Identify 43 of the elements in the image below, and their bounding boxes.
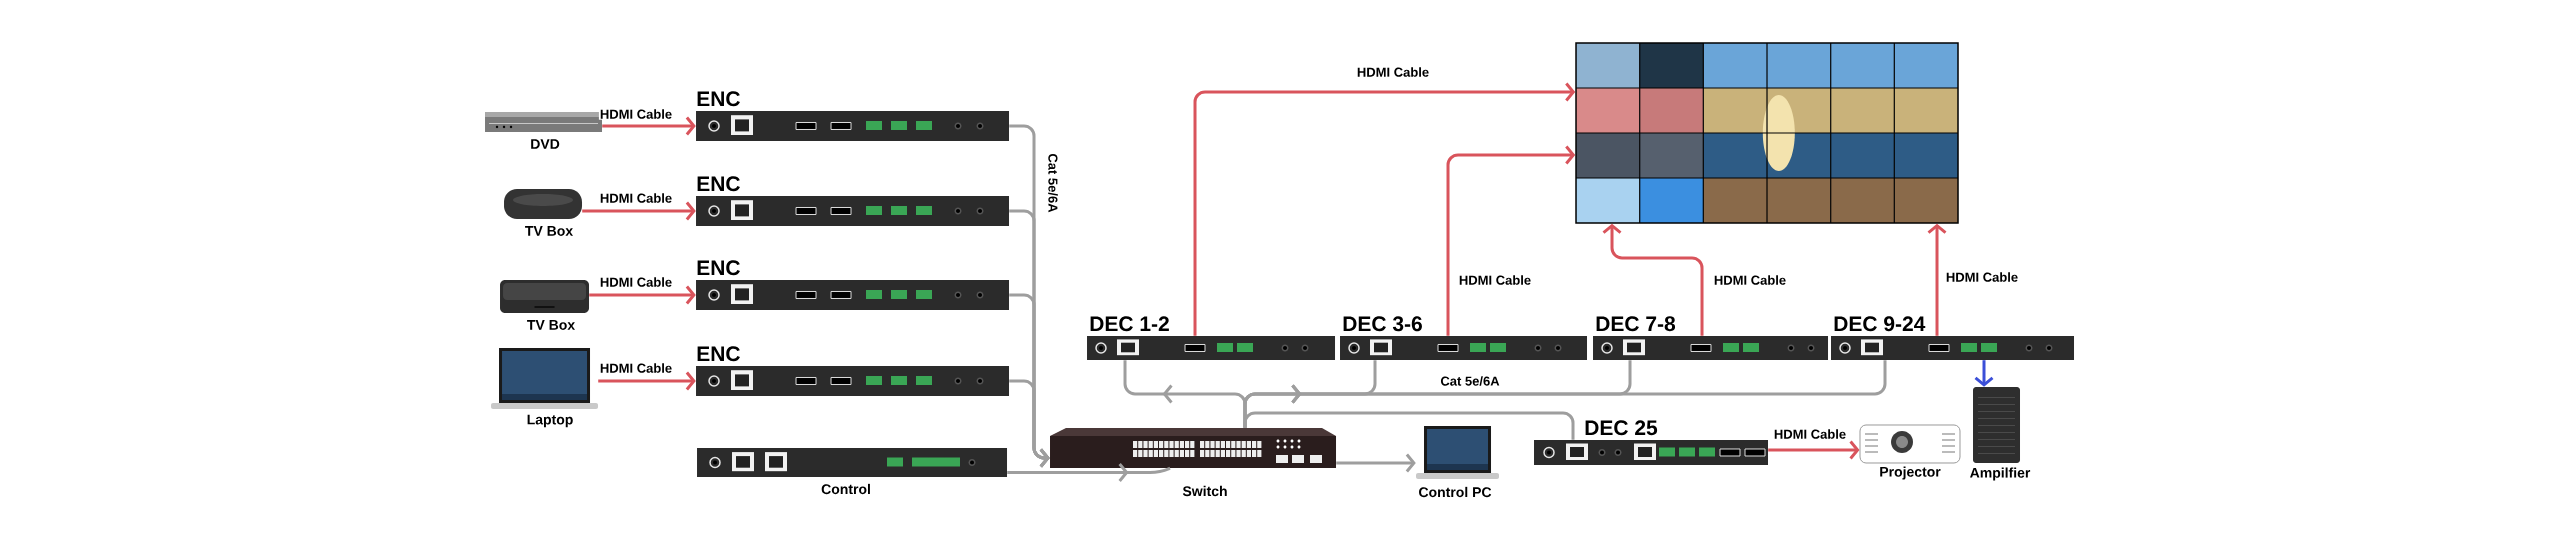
cable-arrow	[582, 201, 696, 221]
edge-label: HDMI Cable	[1457, 274, 1533, 286]
cable-arrow	[1193, 82, 1576, 336]
edge-label: HDMI Cable	[598, 192, 674, 204]
device-label: DVD	[531, 139, 560, 149]
cable-arrow	[1009, 379, 1050, 468]
cable-arrow	[1974, 360, 1994, 387]
device-heading: ENC	[697, 91, 740, 107]
cable-arrow	[602, 116, 696, 136]
device-heading: ENC	[697, 260, 740, 276]
edge-label: HDMI Cable	[1355, 66, 1431, 78]
device-heading: ENC	[697, 346, 740, 362]
device-label: Control PC	[1419, 486, 1492, 498]
device-label: Ampilfier	[1970, 467, 2031, 481]
cable-arrow	[1927, 223, 1947, 336]
edge-label: Cat 5e/6A	[1047, 152, 1059, 214]
edge-label: HDMI Cable	[598, 108, 674, 120]
edge-label: HDMI Cable	[598, 362, 674, 374]
cable-arrow	[589, 285, 696, 305]
cable-arrow	[1768, 440, 1860, 460]
edge-label: HDMI Cable	[1772, 428, 1848, 440]
device-heading: DEC 7-8	[1596, 316, 1676, 332]
device-heading: DEC 3-6	[1343, 316, 1422, 332]
cable-arrow	[1336, 453, 1416, 473]
edge-label: HDMI Cable	[1944, 271, 2020, 283]
edge-label: HDMI Cable	[598, 276, 674, 288]
device-heading: DEC 1-2	[1090, 316, 1169, 332]
device-heading: DEC 25	[1585, 420, 1658, 436]
device-label: Switch	[1182, 485, 1227, 497]
device-heading: DEC 9-24	[1834, 316, 1926, 332]
edge-label: HDMI Cable	[1712, 274, 1788, 286]
cable-arrow	[1602, 223, 1704, 336]
cable-arrow	[1446, 145, 1576, 336]
cable-arrow	[598, 371, 696, 391]
cable-line	[1243, 411, 1575, 440]
device-label: TV Box	[527, 320, 575, 330]
device-label: Projector	[1880, 466, 1941, 480]
device-heading: ENC	[697, 176, 740, 192]
device-label: TV Box	[525, 226, 573, 236]
device-label: Control	[821, 483, 870, 495]
device-label: Laptop	[527, 414, 573, 428]
edge-label: Cat 5e/6A	[1439, 375, 1501, 387]
video-wall-drawing	[1575, 42, 1959, 224]
